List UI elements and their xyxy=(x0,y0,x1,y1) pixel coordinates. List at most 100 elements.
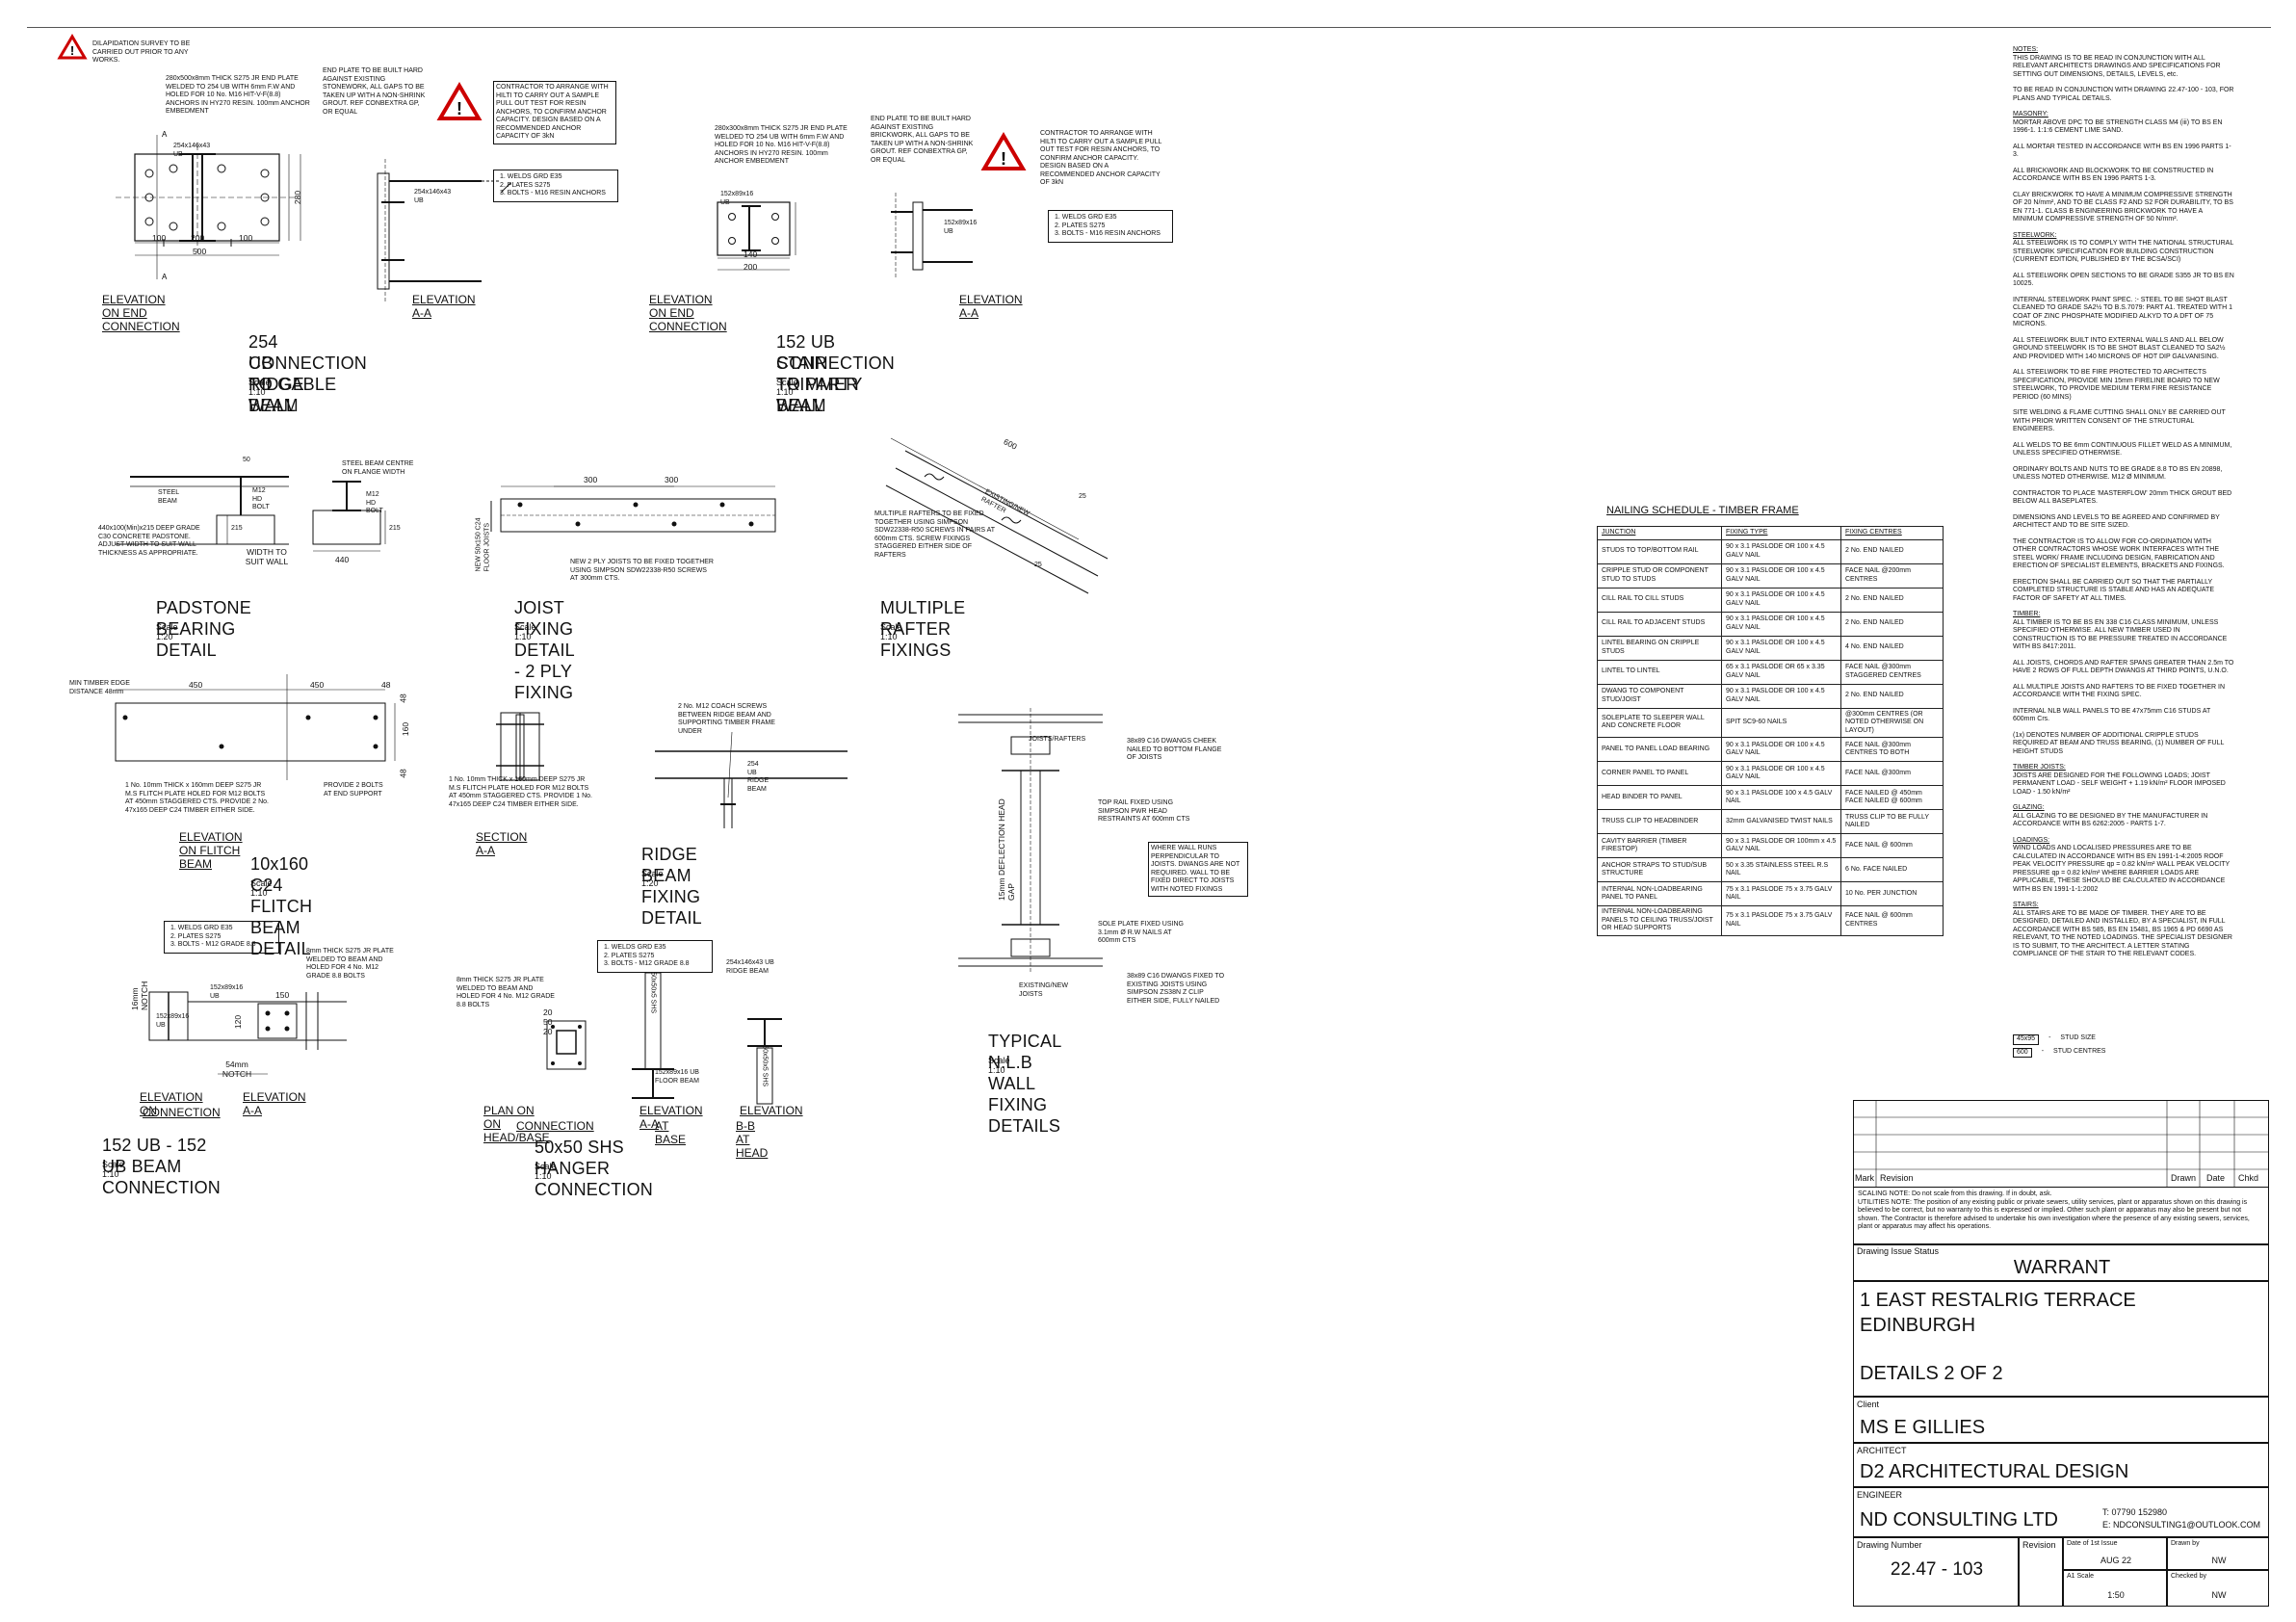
svg-text:!: ! xyxy=(70,43,74,58)
joist-note: NEW 2 PLY JOISTS TO BE FIXED TOGETHER US… xyxy=(570,559,714,582)
existing-joists-label: EXISTING/NEW JOISTS xyxy=(1019,982,1068,998)
col-header: FIXING TYPE xyxy=(1721,526,1841,540)
scale-label: Scale 1:10 xyxy=(250,878,273,898)
note-paragraph: ORDINARY BOLTS AND NUTS TO BE GRADE 8.8 … xyxy=(2013,466,2234,483)
scale-label: Scale 1:10 xyxy=(880,622,902,641)
perpendicular-note: WHERE WALL RUNS PERPENDICULAR TO JOISTS.… xyxy=(1148,842,1248,897)
dim: 48 xyxy=(381,680,391,690)
note-paragraph: ALL MULTIPLE JOISTS AND RAFTERS TO BE FI… xyxy=(2013,684,2234,700)
table-cell: LINTEL BEARING ON CRIPPLE STUDS xyxy=(1597,635,1722,661)
rev-header: Mark xyxy=(1855,1173,1874,1183)
issue-status-box: Drawing Issue Status WARRANT xyxy=(1853,1244,2269,1281)
drawing-title: DETAILS 2 OF 2 xyxy=(1860,1363,2003,1384)
spec-line: 2. PLATES S275 xyxy=(500,181,551,189)
floor-beam-label: 152x89x16 UB FLOOR BEAM xyxy=(655,1069,699,1085)
detail-title: 254 UB RIDGE BEAM xyxy=(248,332,305,415)
note-paragraph: (1x) DENOTES NUMBER OF ADDITIONAL CRIPPL… xyxy=(2013,732,2234,757)
spec-line: 1. WELDS GRD E35 xyxy=(500,173,562,180)
scale-label: Scale 1:10 xyxy=(248,378,271,397)
scaling-note: SCALING NOTE: Do not scale from this dra… xyxy=(1858,1190,2052,1197)
table-cell: 90 x 3.1 PASLODE OR 100 x 4.5 GALV NAIL xyxy=(1721,683,1841,709)
note-paragraph: TO BE READ IN CONJUNCTION WITH DRAWING 2… xyxy=(2013,87,2234,103)
note-text: ALL STAIRS ARE TO BE MADE OF TIMBER. THE… xyxy=(2013,909,2232,958)
note-text: ALL JOISTS, CHORDS AND RAFTER SPANS GREA… xyxy=(2013,659,2234,675)
scaling-notes: SCALING NOTE: Do not scale from this dra… xyxy=(1853,1187,2269,1244)
note-heading: GLAZING: xyxy=(2013,804,2045,811)
flitch-note: 1 No. 10mm THICK x 160mm DEEP S275 JR M.… xyxy=(449,776,592,808)
note-text: INTERNAL NLB WALL PANELS TO BE 47x75mm C… xyxy=(2013,707,2211,723)
section-label: ELEVATION A-A xyxy=(412,293,476,320)
legend-text: STUD SIZE xyxy=(2060,1034,2096,1041)
drawing-number: 22.47 - 103 xyxy=(1890,1559,1984,1580)
table-cell: 75 x 3.1 PASLODE 75 x 3.75 GALV NAIL xyxy=(1721,881,1841,906)
revision-label: Revision xyxy=(2022,1540,2056,1550)
spec-line: 3. BOLTS - M16 RESIN ANCHORS xyxy=(1055,230,1161,237)
ub-label: 152x89x16 UB xyxy=(210,984,244,1000)
spec-box: 1. WELDS GRD E35 2. PLATES S275 3. BOLTS… xyxy=(493,170,618,202)
beam-label: 152x89x16 UB xyxy=(944,220,978,235)
dim: 50 xyxy=(243,457,250,463)
elevation-label: ELEVATION ON END CONNECTION xyxy=(102,293,180,333)
note-text: ALL BRICKWORK AND BLOCKWORK TO BE CONSTR… xyxy=(2013,167,2214,183)
note-text: SITE WELDING & FLAME CUTTING SHALL ONLY … xyxy=(2013,409,2226,432)
dim: 100 xyxy=(239,233,253,243)
dim: 48 xyxy=(398,693,408,703)
table-cell: 90 x 3.1 PASLODE OR 100 x 4.5 GALV NAIL xyxy=(1721,611,1841,637)
architect-label: ARCHITECT xyxy=(1857,1446,1907,1455)
scale-label: A1 Scale xyxy=(2067,1573,2095,1580)
dwang-note: 38x89 C16 DWANGS FIXED TO EXISTING JOIST… xyxy=(1127,973,1225,1005)
table-row: INTERNAL NON-LOADBEARING PANELS TO CEILI… xyxy=(1597,905,1944,936)
nailing-table: JUNCTION FIXING TYPE FIXING CENTRES STUD… xyxy=(1597,526,1944,936)
notch-label: 16mm NOTCH xyxy=(130,981,149,1010)
spec-line: 3. BOLTS - M16 RESIN ANCHORS xyxy=(500,190,606,196)
dim: 450 xyxy=(310,680,325,690)
note-paragraph: ALL STEELWORK BUILT INTO EXTERNAL WALLS … xyxy=(2013,337,2234,362)
detail-title: JOIST FIXING DETAIL - 2 PLY FIXING xyxy=(514,598,575,702)
checked-label: Checked by xyxy=(2171,1573,2206,1580)
dim: 280 xyxy=(293,190,303,205)
table-cell: 6 No. FACE NAILED xyxy=(1840,857,1944,882)
note-text: WIND LOADS AND LOCALISED PRESSURES ARE T… xyxy=(2013,845,2231,893)
detail-title: RIDGE BEAM FIXING DETAIL xyxy=(641,845,702,928)
bolt-label: M12 HD BOLT xyxy=(252,487,270,510)
spec-line: 1. WELDS GRD E35 xyxy=(1055,214,1117,221)
ridge-drawing xyxy=(655,731,848,828)
min-edge-note: MIN TIMBER EDGE DISTANCE 48mm xyxy=(69,680,130,695)
drawing-number-box: Drawing Number 22.47 - 103 xyxy=(1853,1537,2019,1607)
table-cell: DWANG TO COMPONENT STUD/JOIST xyxy=(1597,683,1722,709)
table-cell: 10 No. PER JUNCTION xyxy=(1840,881,1944,906)
note-text: JOISTS ARE DESIGNED FOR THE FOLLOWING LO… xyxy=(2013,772,2226,796)
project-line: EDINBURGH xyxy=(1860,1315,1976,1336)
note-text: MORTAR ABOVE DPC TO BE STRENGTH CLASS M4… xyxy=(2013,118,2223,135)
shs-label: 50x50x5 SHS xyxy=(649,972,657,1014)
note-paragraph: ALL JOISTS, CHORDS AND RAFTER SPANS GREA… xyxy=(2013,660,2234,676)
col-header: JUNCTION xyxy=(1597,526,1722,540)
detail-title: CONNECTION TO GABLE WALL xyxy=(248,353,367,415)
table-cell: @300mm CENTRES (OR NOTED OTHERWISE ON LA… xyxy=(1840,707,1944,738)
contractor-note: CONTRACTOR TO ARRANGE WITH HILTI TO CARR… xyxy=(493,81,616,144)
flitch-note: 1 No. 10mm THICK x 160mm DEEP S275 JR M.… xyxy=(125,782,269,814)
legend-tag: 600 xyxy=(2013,1047,2032,1058)
rafter-note: MULTIPLE RAFTERS TO BE FIXED TOGETHER US… xyxy=(874,510,995,559)
note-paragraph: GLAZING:ALL GLAZING TO BE DESIGNED BY TH… xyxy=(2013,804,2234,829)
note-paragraph: INTERNAL NLB WALL PANELS TO BE 47x75mm C… xyxy=(2013,708,2234,724)
spec-box: 1. WELDS GRD E35 2. PLATES S275 3. BOLTS… xyxy=(164,921,279,954)
note-paragraph: THE CONTRACTOR IS TO ALLOW FOR CO-ORDINA… xyxy=(2013,538,2234,571)
elevation-label: CONNECTION xyxy=(143,1106,221,1119)
detail-title: 50x50 SHS HANGER CONNECTION xyxy=(535,1138,653,1199)
table-cell: TRUSS CLIP TO BE FULLY NAILED xyxy=(1840,809,1944,834)
elevation-drawing xyxy=(717,193,973,279)
scale-label: Scale 1:10 xyxy=(535,1162,557,1181)
table-cell: TRUSS CLIP TO HEADBINDER xyxy=(1597,809,1722,834)
date-box: Date of 1st Issue AUG 22 xyxy=(2063,1537,2167,1570)
elevation-label: ELEVATION ON xyxy=(140,1090,203,1117)
note-text: ORDINARY BOLTS AND NUTS TO BE GRADE 8.8 … xyxy=(2013,465,2223,482)
table-cell: HEAD BINDER TO PANEL xyxy=(1597,785,1722,810)
shs-label: 50x50x5 SHS xyxy=(761,1045,769,1087)
